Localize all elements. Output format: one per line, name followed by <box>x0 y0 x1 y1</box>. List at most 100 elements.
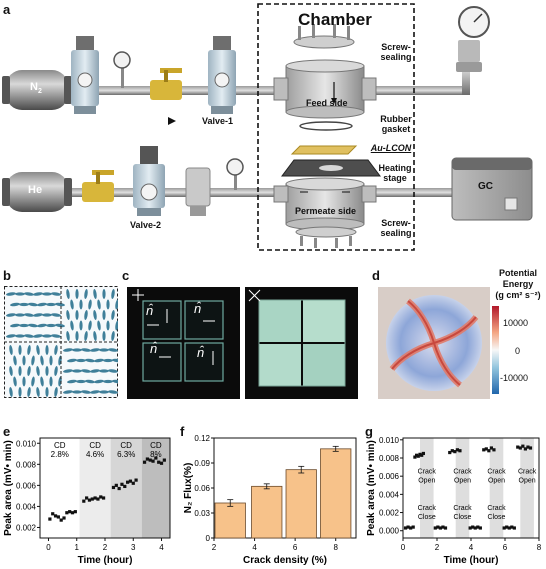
data-point <box>476 525 480 529</box>
pattern-leaf <box>115 320 119 331</box>
au-lcon-label: Au-LCON <box>370 143 412 153</box>
x-axis-label: Time (hour) <box>78 555 133 566</box>
x-tick-label: 2 <box>212 543 217 552</box>
pattern-leaf <box>90 369 100 373</box>
pattern-leaf <box>27 366 31 376</box>
pattern-leaf <box>63 369 73 373</box>
data-point <box>502 526 506 530</box>
data-point <box>415 453 419 457</box>
x-tick-label: 8 <box>537 543 542 552</box>
crack-annotation: Close <box>454 514 472 521</box>
data-point <box>518 446 522 450</box>
data-point <box>528 446 533 450</box>
pattern-leaf <box>40 376 44 387</box>
band-label: 8% <box>150 450 162 459</box>
pattern-leaf <box>6 313 16 317</box>
pattern-leaf <box>81 390 91 394</box>
regulator-top-left <box>71 36 99 114</box>
pattern-leaf <box>54 345 58 355</box>
pattern-leaf <box>88 320 92 331</box>
y-tick-label: 0.010 <box>16 439 37 448</box>
pattern-leaf <box>15 313 25 317</box>
pattern-leaf <box>111 331 115 341</box>
colorbar-tick-min: -10000 <box>500 373 529 383</box>
pattern-leaf <box>99 369 109 373</box>
pattern-leaf <box>15 292 25 296</box>
pattern-leaf <box>42 313 52 317</box>
pattern-leaf <box>103 379 113 384</box>
data-point <box>413 455 417 459</box>
pattern-leaf <box>93 289 97 299</box>
data-point <box>478 526 482 530</box>
crack-annotation: Crack <box>418 505 437 512</box>
n-hat-label-3: n̂ <box>150 341 158 356</box>
data-point <box>154 456 158 460</box>
pattern-leaf <box>108 390 118 394</box>
pattern-leaf <box>70 299 74 310</box>
y-tick-label: 0.010 <box>379 436 400 445</box>
x-tick-label: 3 <box>131 543 136 552</box>
pattern-leaf <box>88 299 92 310</box>
crack-annotation: Open <box>519 477 536 484</box>
pattern-leaf <box>84 289 88 299</box>
screw-sealing-top-label: Screw- sealing <box>380 42 412 62</box>
data-point <box>406 525 410 529</box>
y-tick-label: 0.09 <box>194 459 210 468</box>
pattern-leaf <box>90 390 100 394</box>
pattern-leaf <box>108 369 118 373</box>
data-point <box>505 525 509 529</box>
data-point <box>126 480 130 484</box>
heating-stage-label: Heating stage <box>378 163 412 183</box>
pattern-quadrants <box>6 289 122 397</box>
data-point <box>484 447 488 451</box>
cd-band <box>79 438 111 538</box>
n-hat-label-4: n̂ <box>197 345 205 360</box>
pattern-leaf <box>85 379 95 384</box>
polarized-micrograph-rotated <box>245 287 358 399</box>
pattern-leaf <box>79 299 83 310</box>
colorbar-title: Potential Energy (g cm² s⁻²) <box>495 268 541 300</box>
pressure-gauge-bottom <box>226 158 244 190</box>
ball-valve-bottom <box>82 170 114 202</box>
x-axis-label: Crack density (%) <box>243 555 327 566</box>
x-tick-label: 6 <box>293 543 298 552</box>
data-point <box>526 445 530 449</box>
pattern-leaf <box>97 320 101 331</box>
data-point <box>471 525 475 529</box>
data-point <box>421 451 425 456</box>
pattern-leaf <box>45 366 49 376</box>
band-label: 4.6% <box>86 450 104 459</box>
pattern-leaf <box>9 366 13 376</box>
data-point <box>512 526 516 530</box>
data-point <box>443 526 448 530</box>
bar <box>251 485 283 539</box>
pattern-leaf <box>99 390 109 394</box>
crack-annotation: Close <box>488 514 506 521</box>
pattern-leaf <box>37 302 47 307</box>
data-point <box>148 458 152 462</box>
pattern-leaf <box>79 320 83 331</box>
pattern-leaf <box>72 348 82 352</box>
data-point <box>420 453 424 457</box>
cd-band <box>141 438 170 538</box>
x-tick-label: 2 <box>103 543 108 552</box>
pattern-leaf <box>33 313 43 317</box>
y-tick-label: 0.006 <box>379 472 400 481</box>
gc-instrument <box>451 157 533 221</box>
pattern-leaf <box>18 387 22 397</box>
pattern-leaf <box>66 331 70 341</box>
data-point <box>123 484 127 489</box>
pattern-leaf <box>54 387 58 397</box>
data-point <box>492 448 496 452</box>
data-point <box>48 517 52 521</box>
screw-sealing-bottom-label: Screw- sealing <box>380 218 412 238</box>
pattern-leaf <box>84 310 88 320</box>
band-label: 2.8% <box>51 450 69 459</box>
pattern-leaf <box>51 292 61 296</box>
pattern-leaf <box>46 323 56 328</box>
pattern-leaf <box>90 348 100 352</box>
pattern-leaf <box>67 379 77 384</box>
data-point <box>120 482 124 486</box>
pattern-leaf <box>37 323 47 328</box>
